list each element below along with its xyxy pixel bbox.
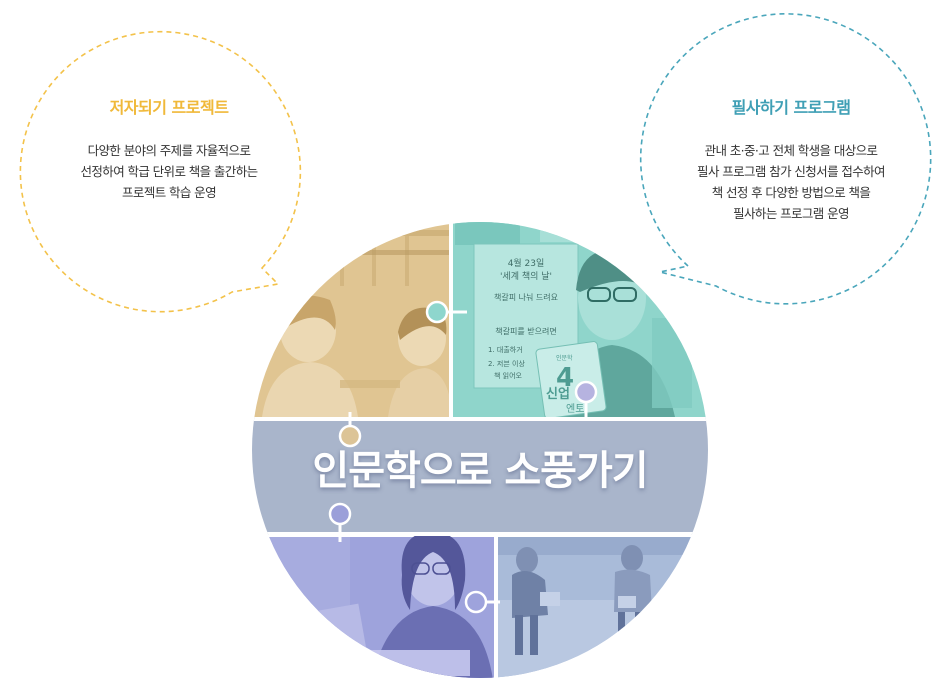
sign-item-2: 2. 저븐 이상	[488, 359, 525, 368]
poster-bottom: 엔토	[566, 403, 584, 415]
left-bubble-line: 다양한 분야의 주제를 자율적으로	[87, 143, 251, 158]
photo-top-left	[252, 222, 452, 417]
right-bubble-text: 필사하기 프로그램 관내 초·중·고 전체 학생을 대상으로 필사 프로그램 참…	[650, 94, 932, 224]
connector-teal	[425, 300, 467, 324]
photo-bottom-right	[498, 537, 708, 678]
left-bubble-text: 저자되기 프로젝트 다양한 분야의 주제를 자율적으로 선정하여 학급 단위로 …	[40, 94, 298, 203]
left-speech-bubble	[19, 30, 302, 313]
connector-lavender	[574, 380, 598, 420]
connector-tan	[338, 412, 362, 448]
sign-line-2: '세계 책의 날'	[500, 270, 552, 282]
left-bubble-title: 저자되기 프로젝트	[109, 98, 229, 117]
right-bubble-line: 필사 프로그램 참가 신청서를 접수하여	[697, 164, 886, 179]
sign-line-1: 4월 23일	[508, 257, 545, 269]
right-speech-bubble	[639, 13, 932, 305]
connector-purple	[328, 502, 352, 542]
photo-bottom-left	[252, 531, 494, 678]
left-bubble-line: 선정하여 학급 단위로 책을 출간하는	[80, 164, 259, 179]
right-bubble-description: 관내 초·중·고 전체 학생을 대상으로 필사 프로그램 참가 신청서를 접수하…	[650, 140, 932, 224]
sign-item-1: 1. 대출하거	[488, 345, 523, 354]
poster-title: 신업	[546, 387, 570, 402]
right-bubble-line: 책 선정 후 다양한 방법으로 책을	[711, 185, 871, 200]
right-bubble-line: 관내 초·중·고 전체 학생을 대상으로	[704, 143, 878, 158]
poster-subtitle: 인문학	[556, 354, 573, 362]
sign-item-3: 책 읽어오	[494, 371, 523, 380]
sign-line-4: 책갈피를 받으려면	[495, 326, 556, 336]
left-bubble-line: 프로젝트 학습 운영	[122, 185, 217, 200]
right-bubble-title: 필사하기 프로그램	[731, 98, 851, 117]
right-bubble-line: 필사하는 프로그램 운영	[733, 206, 849, 221]
left-bubble-description: 다양한 분야의 주제를 자율적으로 선정하여 학급 단위로 책을 출간하는 프로…	[40, 140, 298, 203]
poster-number: 4	[556, 363, 574, 393]
center-title: 인문학으로 소풍가기	[312, 448, 648, 494]
sign-line-3: 책갈피 나눠 드려요	[494, 292, 558, 302]
center-band	[252, 417, 708, 535]
connector-blue	[464, 590, 500, 614]
